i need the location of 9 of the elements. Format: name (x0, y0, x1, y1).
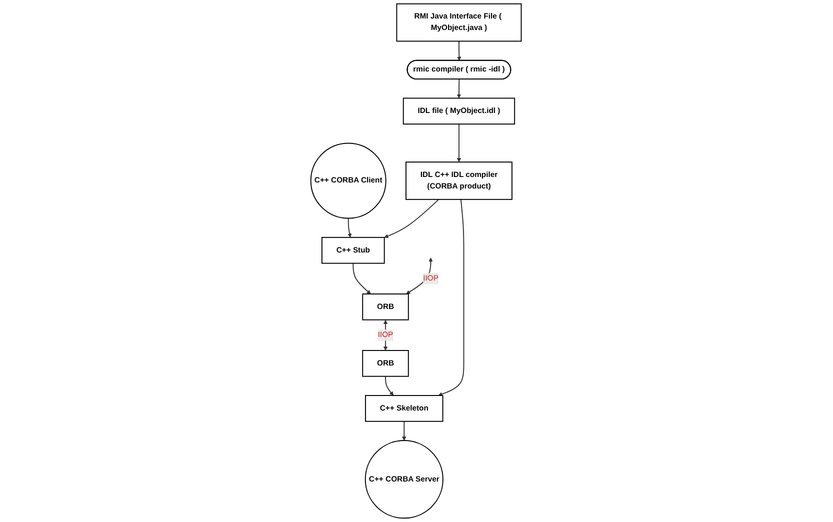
arrow (402, 420, 407, 441)
arrow (384, 198, 440, 238)
arrow (438, 198, 465, 396)
arrow (457, 78, 462, 98)
arrow (348, 218, 352, 238)
arrow (353, 262, 372, 294)
arrow (457, 124, 462, 162)
arrow (385, 376, 394, 396)
arrow (457, 40, 462, 61)
